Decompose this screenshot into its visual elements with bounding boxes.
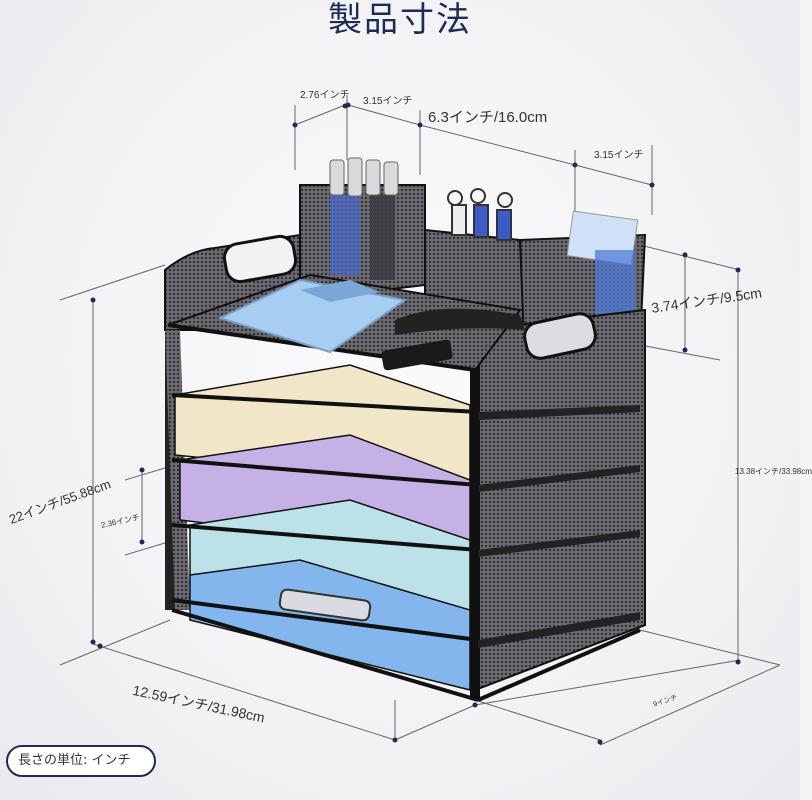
shelves [167,273,641,702]
dim-top-right: 3.15インチ [594,150,644,161]
pen-cup-contents [329,157,399,197]
unit-note-badge: 長さの単位: インチ [6,745,156,777]
page-title: 製品寸法 [328,0,472,40]
dim-right-total: 13.38インチ/33.98cm [735,467,812,476]
dim-top-total: 6.3インチ/16.0cm [428,109,548,126]
dim-top-middle: 3.15インチ [363,96,413,107]
binder-clips [447,188,513,241]
dim-top-left: 2.76インチ [300,90,350,101]
dimension-endpoints [90,102,741,745]
